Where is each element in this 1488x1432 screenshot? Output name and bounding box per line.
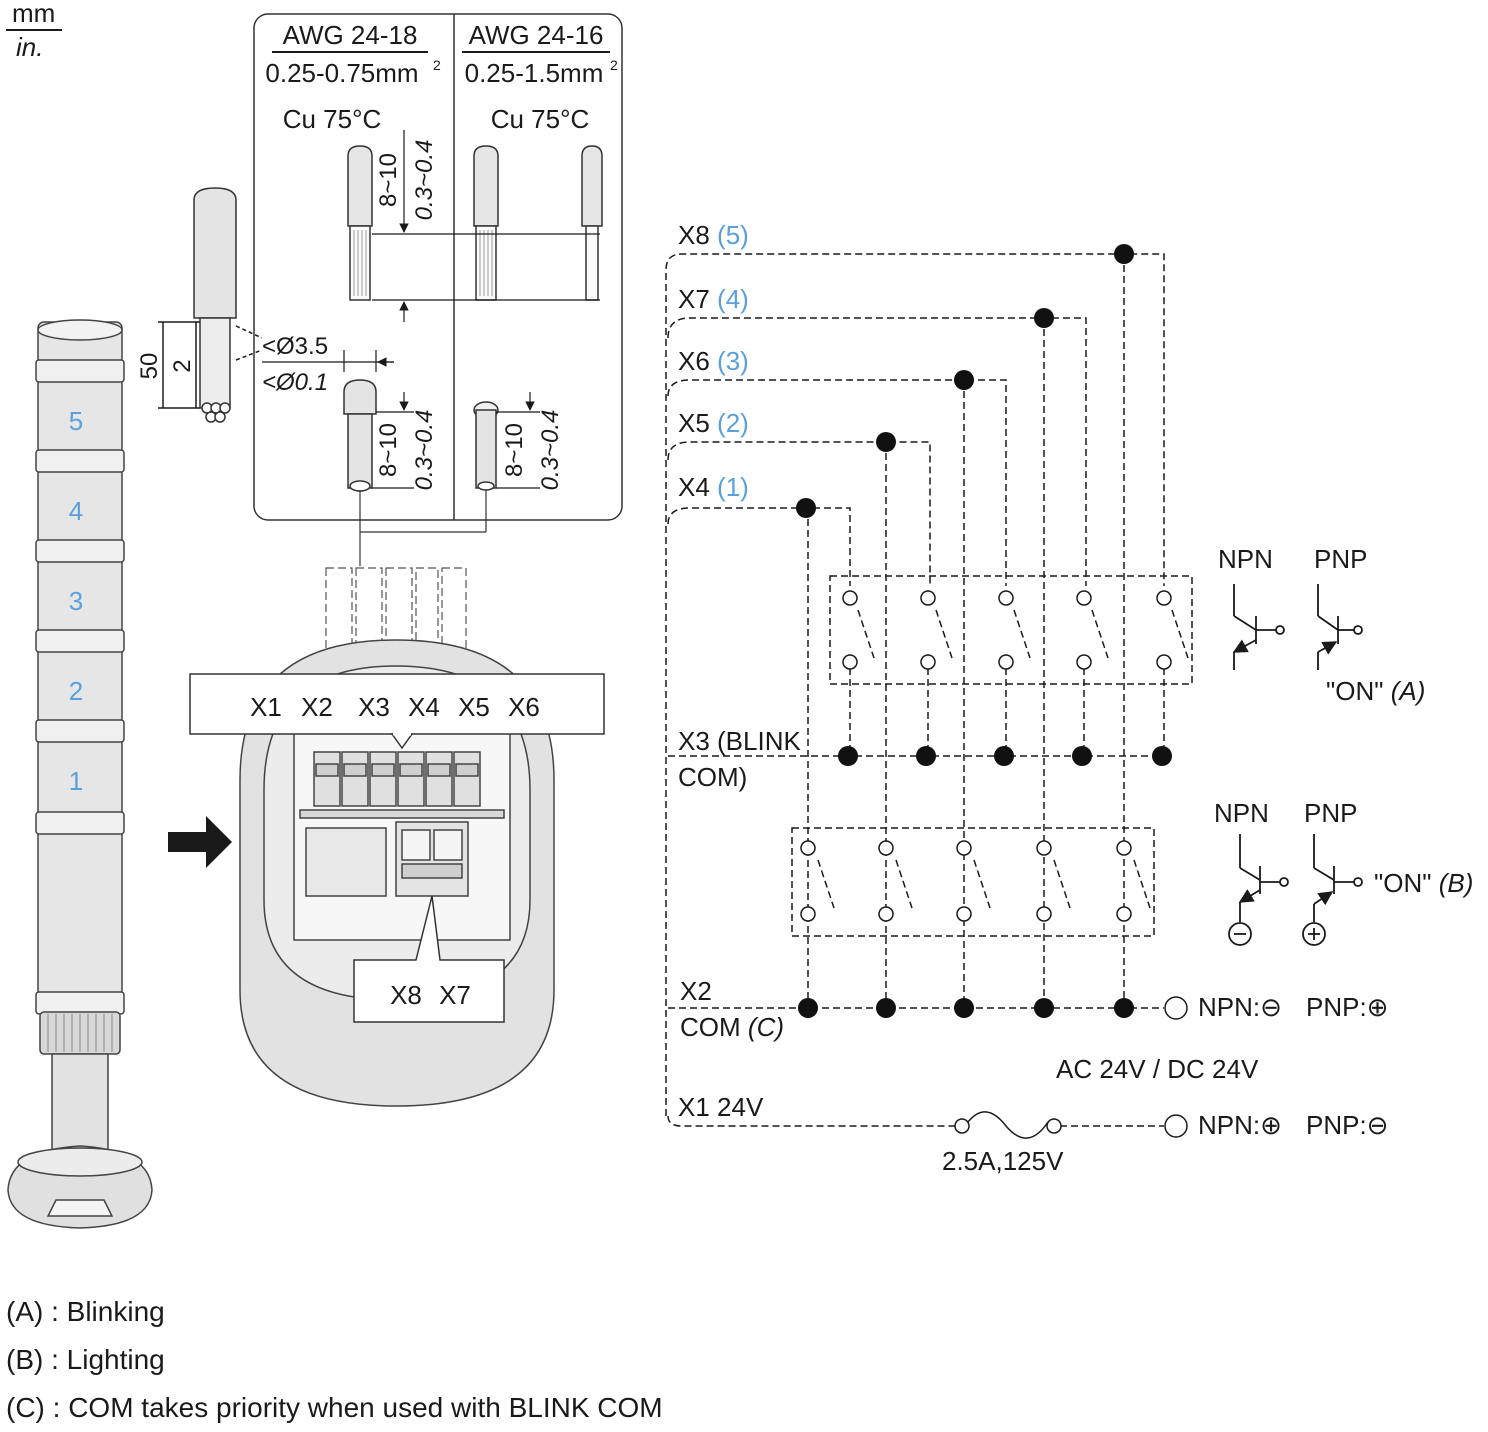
- strip-dimension-top: [372, 130, 600, 322]
- svg-text:COM): COM): [678, 762, 747, 792]
- svg-text:PNP: PNP: [1304, 798, 1357, 828]
- awg-left: AWG 24-18: [283, 20, 418, 50]
- com-npn-polarity: NPN:⊖: [1198, 992, 1282, 1022]
- circuit-terminals: [800, 590, 1188, 1138]
- note-a: (A) : Blinking: [6, 1296, 165, 1327]
- note-c: (C) : COM takes priority when used with …: [6, 1392, 663, 1423]
- footnotes: (A) : Blinking (B) : Lighting (C) : COM …: [6, 1288, 663, 1432]
- tolerance-top: 0.3~0.4: [411, 140, 438, 221]
- svg-text:0.3~0.4: 0.3~0.4: [411, 410, 438, 491]
- circuit-wiring: [665, 253, 1193, 1127]
- svg-text:8~10: 8~10: [375, 423, 402, 477]
- svg-text:X5: X5: [458, 692, 490, 722]
- cable-dimensions: [158, 321, 263, 409]
- tower-tier-numbers: 5 4 3 2 1: [69, 406, 83, 796]
- input-x5-label: X5 (2): [678, 408, 749, 438]
- svg-text:mm: mm: [12, 0, 55, 28]
- input-x4-label: X4 (1): [678, 472, 749, 502]
- tier-3-label: 3: [69, 586, 83, 616]
- blink-com-label: X3 (BLINK: [678, 726, 801, 756]
- svg-text:in.: in.: [16, 32, 43, 62]
- tier-2-label: 2: [69, 676, 83, 706]
- tier-4-label: 4: [69, 496, 83, 526]
- com-sub-label: COM (C): [680, 1012, 784, 1042]
- svg-text:"ON" (B): "ON" (B): [1374, 868, 1473, 898]
- svg-text:X8: X8: [390, 980, 422, 1010]
- svg-text:X6: X6: [508, 692, 540, 722]
- cable-lead-dim: 2: [169, 359, 196, 372]
- arrow-right-icon: [168, 816, 232, 868]
- svg-text:"ON" (A): "ON" (A): [1326, 676, 1425, 706]
- ferrules: [343, 379, 499, 492]
- svg-text:0.3~0.4: 0.3~0.4: [537, 410, 564, 491]
- svg-text:2: 2: [433, 57, 441, 73]
- svg-text:X4: X4: [408, 692, 440, 722]
- tier-5-label: 5: [69, 406, 83, 436]
- blink-transistor-legend: NPN PNP "ON" (A): [1218, 544, 1425, 706]
- svg-text:X2: X2: [301, 692, 333, 722]
- svg-text:NPN: NPN: [1214, 798, 1269, 828]
- supply-pnp-polarity: PNP:⊖: [1306, 1110, 1388, 1140]
- signal-tower: [7, 319, 153, 1229]
- com-label: X2: [680, 976, 712, 1006]
- area-right: 0.25-1.5mm: [465, 58, 604, 88]
- junction-dots: [796, 244, 1172, 1018]
- svg-text:NPN: NPN: [1218, 544, 1273, 574]
- dia-wire-label: <Ø0.1: [262, 369, 328, 396]
- stripped-wires: [347, 145, 603, 301]
- svg-text:X7: X7: [439, 980, 471, 1010]
- voltage-label: AC 24V / DC 24V: [1056, 1054, 1259, 1084]
- svg-text:PNP: PNP: [1314, 544, 1367, 574]
- temp-left: Cu 75°C: [283, 104, 382, 134]
- temp-right: Cu 75°C: [491, 104, 590, 134]
- ferrule-dimensions: [372, 392, 540, 489]
- svg-text:X1: X1: [250, 692, 282, 722]
- light-transistor-legend: NPN PNP "ON" (B): [1214, 798, 1473, 946]
- input-x8-label: X8 (5): [678, 220, 749, 250]
- fuse-icon: [967, 1111, 1049, 1139]
- svg-text:X3: X3: [358, 692, 390, 722]
- com-pnp-polarity: PNP:⊕: [1306, 992, 1388, 1022]
- area-left: 0.25-0.75mm: [265, 58, 418, 88]
- cable-length-dim: 50: [136, 353, 163, 380]
- strip-length-top: 8~10: [375, 153, 402, 207]
- awg-right: AWG 24-16: [469, 20, 604, 50]
- svg-text:2: 2: [610, 57, 618, 73]
- connector-label-top: X1 X2 X3 X4 X5 X6: [189, 673, 605, 750]
- supply-label: X1 24V: [678, 1092, 764, 1122]
- cable-drawing: [193, 187, 237, 423]
- note-b: (B) : Lighting: [6, 1344, 165, 1375]
- tier-1-label: 1: [69, 766, 83, 796]
- svg-text:8~10: 8~10: [501, 423, 528, 477]
- input-labels: X8 (5) X7 (4) X6 (3) X5 (2) X4 (1) X3 (B…: [678, 220, 1388, 1176]
- supply-npn-polarity: NPN:⊕: [1198, 1110, 1282, 1140]
- input-x7-label: X7 (4): [678, 284, 749, 314]
- wire-spec-box: AWG 24-18 0.25-0.75mm 2 Cu 75°C AWG 24-1…: [253, 13, 623, 521]
- connector-label-bottom: X8 X7: [353, 895, 505, 1023]
- units-label: mm in.: [6, 0, 62, 62]
- dia-max-label: <Ø3.5: [262, 333, 328, 360]
- fuse-label: 2.5A,125V: [942, 1146, 1064, 1176]
- input-x6-label: X6 (3): [678, 346, 749, 376]
